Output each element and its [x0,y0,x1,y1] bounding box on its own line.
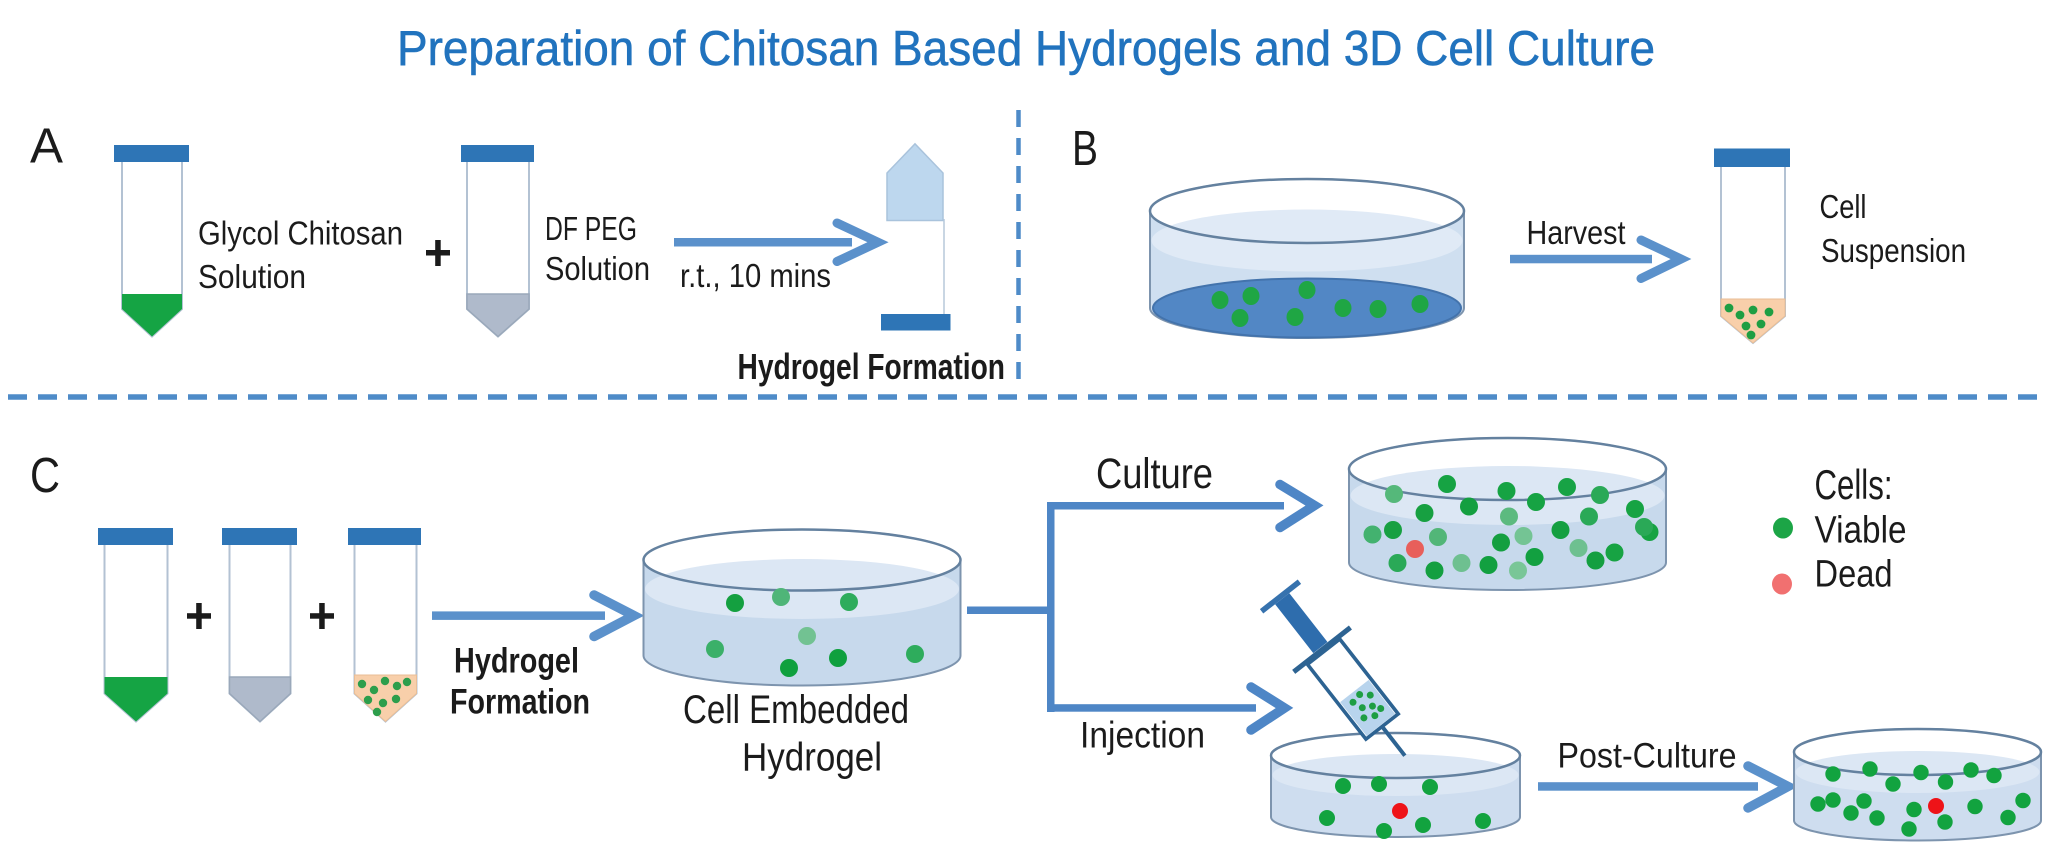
svg-text:Hydrogel: Hydrogel [454,642,579,681]
svg-text:Preparation of Chitosan Based: Preparation of Chitosan Based Hydrogels … [397,22,1655,76]
svg-text:Post-Culture: Post-Culture [1558,737,1737,776]
svg-text:Harvest: Harvest [1527,214,1626,251]
svg-text:Formation: Formation [450,683,590,722]
svg-text:Hydrogel: Hydrogel [742,736,882,780]
svg-text:DF PEG: DF PEG [545,210,637,247]
svg-text:Cells:: Cells: [1815,461,1893,508]
svg-text:Glycol Chitosan: Glycol Chitosan [198,215,403,252]
svg-text:Viable: Viable [1815,510,1907,552]
svg-text:r.t., 10 mins: r.t., 10 mins [680,257,831,294]
svg-text:Suspension: Suspension [1821,232,1966,269]
svg-text:Solution: Solution [545,250,650,287]
svg-text:Cell Embedded: Cell Embedded [683,688,909,732]
svg-text:C: C [30,448,60,503]
svg-text:Hydrogel Formation: Hydrogel Formation [738,346,1006,387]
svg-text:Culture: Culture [1096,450,1213,498]
svg-text:Dead: Dead [1815,554,1893,596]
svg-text:Cell: Cell [1820,188,1867,225]
svg-text:A: A [30,119,63,174]
svg-text:B: B [1072,121,1098,176]
svg-text:Injection: Injection [1080,715,1205,756]
svg-text:Solution: Solution [198,258,306,295]
